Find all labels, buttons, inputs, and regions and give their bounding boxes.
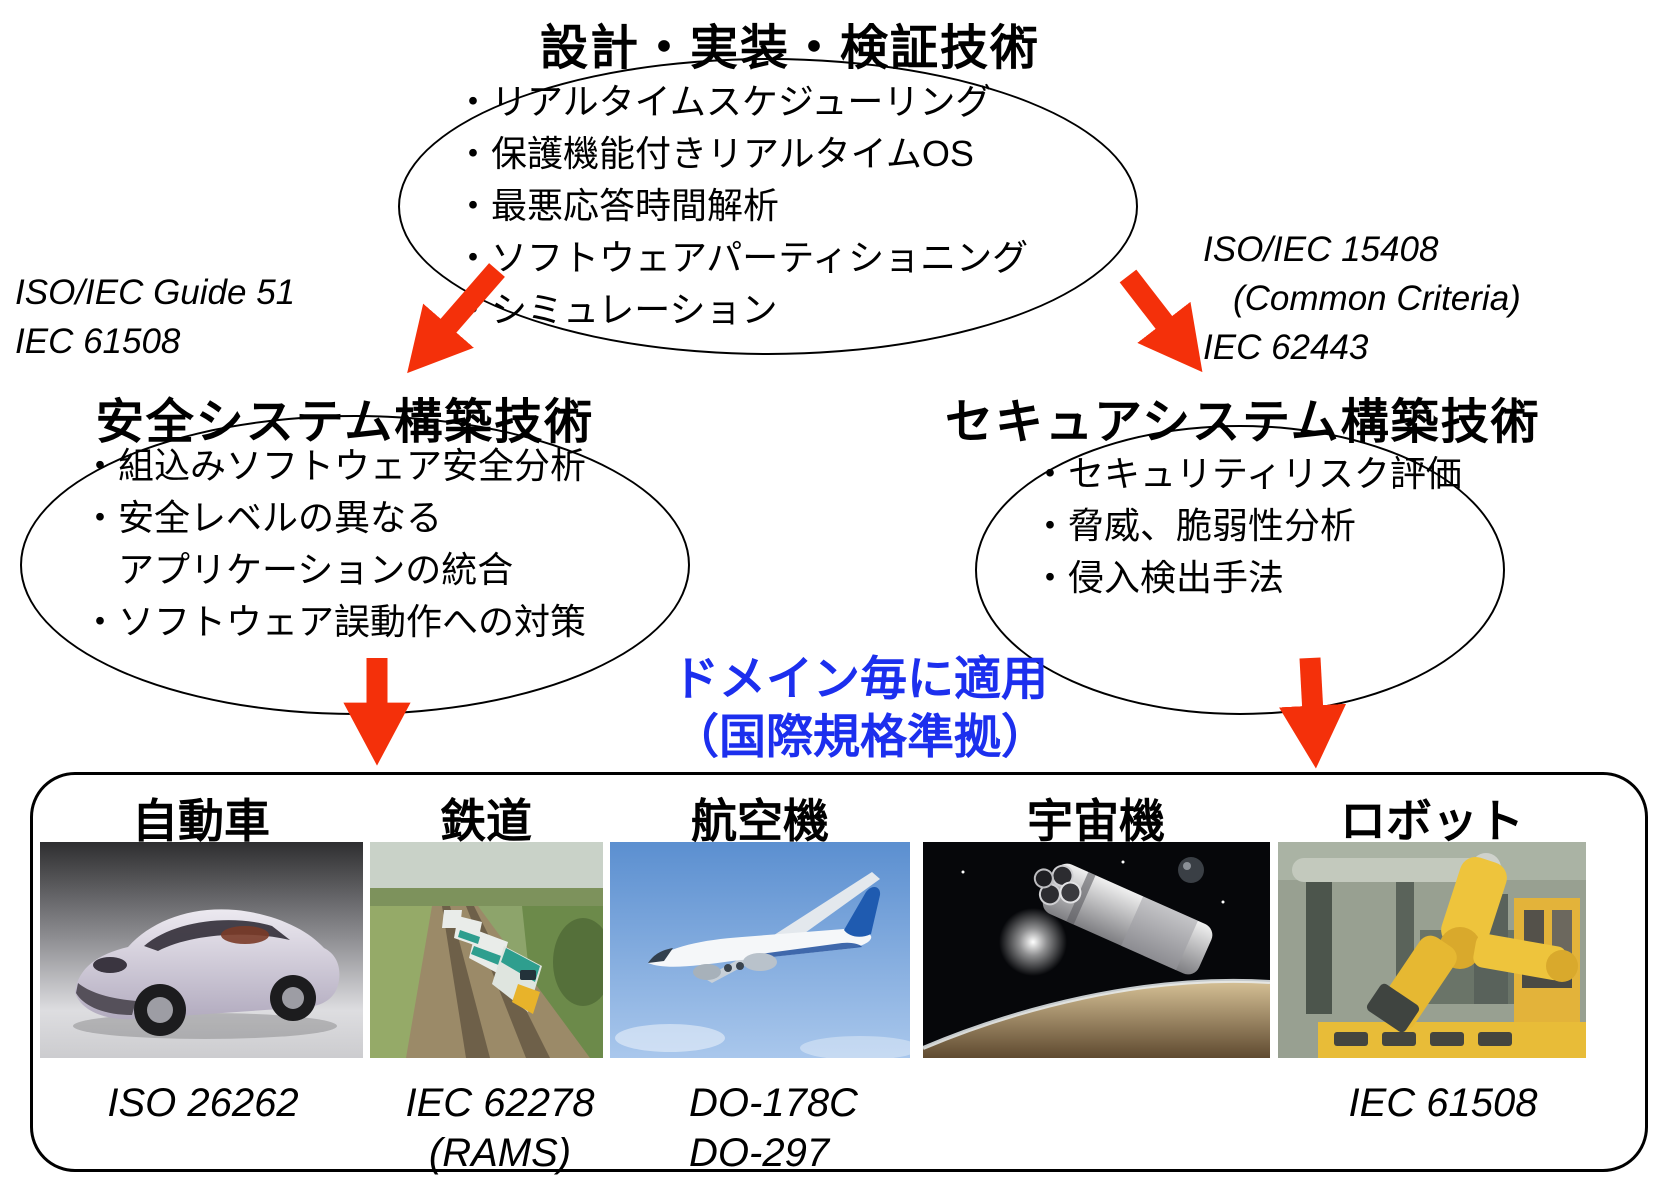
bullet-item: ・ソフトウェア誤動作への対策: [82, 601, 587, 642]
standard-label-railway: IEC 62278 (RAMS): [375, 1078, 625, 1178]
domains-box: 自動車 鉄道 航空機 宇宙機 ロボット: [30, 772, 1648, 1175]
bullet-item: ・保護機能付きリアルタイムOS: [455, 133, 974, 174]
top-section-title: 設計・実装・検証技術: [539, 22, 1040, 75]
bullet-item: ・組込みソフトウェア安全分析: [82, 445, 587, 486]
bullet-item: ・最悪応答時間解析: [455, 185, 780, 226]
safety-section-title: 安全システム構築技術: [95, 396, 595, 449]
safety-bullet-list: ・組込みソフトウェア安全分析 ・安全レベルの異なる アプリケーションの統合 ・ソ…: [82, 440, 586, 648]
standard-text: DO-297: [689, 1131, 830, 1175]
domain-apply-note: ドメイン毎に適用 （国際規格準拠）: [620, 650, 1100, 766]
secure-ellipse: [975, 425, 1505, 715]
train-photo: [370, 842, 603, 1058]
domain-title-automobile: 自動車: [132, 795, 270, 847]
concept-car-photo: [40, 842, 363, 1058]
left-standards-label: ISO/IEC Guide 51 IEC 61508: [15, 268, 295, 366]
standard-text: DO-178C: [689, 1081, 858, 1125]
standard-label-automobile: ISO 26262: [78, 1078, 328, 1128]
domain-title-aircraft: 航空機: [691, 795, 829, 847]
note-line: （国際規格準拠）: [672, 710, 1048, 763]
industrial-robot-photo: [1278, 842, 1586, 1058]
standard-text: IEC 61508: [15, 322, 181, 361]
standard-label-aircraft: DO-178C DO-297: [689, 1078, 858, 1178]
standard-text: (Common Criteria): [1233, 279, 1521, 318]
bullet-item: ・リアルタイムスケジューリング: [455, 81, 992, 122]
airliner-photo: [610, 842, 910, 1058]
bullet-item: ・ソフトウェアパーティショニング: [455, 237, 1029, 278]
standard-text: IEC 62278: [405, 1081, 595, 1125]
standard-text: (RAMS): [428, 1131, 572, 1175]
secure-section-title: セキュアシステム構築技術: [945, 396, 1541, 449]
right-standards-label: ISO/IEC 15408 (Common Criteria) IEC 6244…: [1203, 225, 1521, 372]
spacecraft-photo: [923, 842, 1270, 1058]
top-bullet-list: ・リアルタイムスケジューリング ・保護機能付きリアルタイムOS ・最悪応答時間解…: [455, 76, 1028, 336]
bullet-item: ・セキュリティリスク評価: [1032, 453, 1462, 494]
note-line: ドメイン毎に適用: [672, 652, 1048, 705]
domain-title-railway: 鉄道: [440, 795, 532, 847]
standard-label-robot: IEC 61508: [1318, 1078, 1568, 1128]
domain-title-spacecraft: 宇宙機: [1027, 795, 1165, 847]
bullet-item: アプリケーションの統合: [118, 549, 514, 590]
domain-title-robot: ロボット: [1340, 795, 1524, 847]
bullet-item: ・脅威、脆弱性分析: [1032, 505, 1357, 546]
bullet-item: ・侵入検出手法: [1032, 557, 1285, 598]
design-impl-verify-ellipse: [398, 58, 1138, 355]
standard-text: IEC 62443: [1203, 328, 1369, 367]
arrow-top-to-secure-icon: [1119, 269, 1203, 373]
standard-text: ISO/IEC 15408: [1203, 230, 1439, 269]
standard-text: ISO/IEC Guide 51: [15, 273, 296, 312]
bullet-item: ・安全レベルの異なる: [82, 497, 443, 538]
standard-text: ISO 26262: [107, 1081, 299, 1125]
bullet-item: ・シミュレーション: [455, 289, 778, 330]
standard-text: IEC 61508: [1348, 1081, 1538, 1125]
secure-bullet-list: ・セキュリティリスク評価 ・脅威、脆弱性分析 ・侵入検出手法: [1032, 448, 1462, 604]
